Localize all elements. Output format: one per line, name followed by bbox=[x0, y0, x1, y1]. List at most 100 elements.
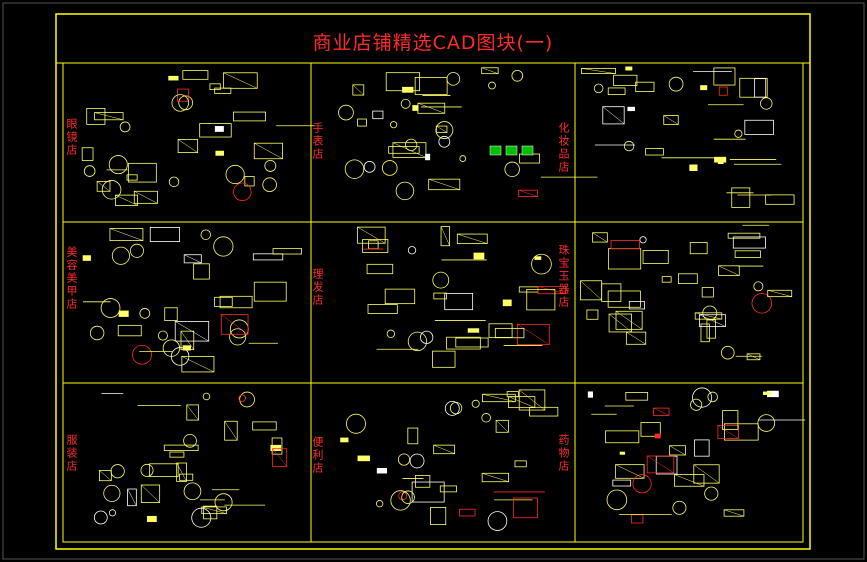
cad-block-shape bbox=[390, 121, 398, 129]
cad-block-shape bbox=[254, 142, 283, 159]
cad-block-shape bbox=[482, 393, 516, 403]
cad-block-shape bbox=[352, 84, 365, 96]
cad-block-shape bbox=[513, 497, 538, 519]
cad-block-shape bbox=[436, 125, 448, 133]
cad-block-shape bbox=[689, 164, 698, 171]
cad-block-shape bbox=[433, 444, 455, 454]
cad-block-shape bbox=[669, 445, 686, 456]
cad-block-shape bbox=[767, 289, 793, 298]
cad-block-shape bbox=[264, 160, 277, 172]
cad-block-shape bbox=[482, 473, 509, 482]
cad-block-shape bbox=[109, 228, 144, 241]
cad-block-shape bbox=[94, 112, 124, 121]
cad-block-shape bbox=[439, 485, 457, 493]
cad-block-shape bbox=[767, 290, 792, 297]
cad-block-shape bbox=[229, 328, 247, 346]
cad-block-shape bbox=[689, 242, 708, 255]
cad-block-shape bbox=[175, 321, 209, 342]
cad-block-shape bbox=[615, 310, 643, 330]
cad-block-shape bbox=[214, 296, 233, 307]
cad-block-shape bbox=[580, 280, 602, 301]
cad-block-shape bbox=[139, 308, 151, 319]
cad-block-shape bbox=[163, 444, 199, 451]
cad-block-shape bbox=[272, 448, 288, 467]
cad-block-shape bbox=[739, 77, 768, 98]
cad-block-shape bbox=[209, 83, 221, 90]
cad-block-shape bbox=[432, 271, 450, 289]
cad-block-shape bbox=[201, 506, 227, 515]
cad-block-shape bbox=[701, 287, 714, 298]
cad-block-shape bbox=[534, 256, 542, 260]
cad-block-shape bbox=[357, 226, 386, 244]
cad-block-shape bbox=[607, 248, 642, 270]
cad-block-shape bbox=[723, 509, 745, 517]
cell-label-beauty-nail: 美容美甲店 bbox=[65, 246, 78, 311]
cad-block-shape bbox=[694, 312, 723, 320]
cad-block-shape bbox=[495, 419, 509, 433]
cad-block-shape bbox=[412, 105, 419, 111]
cad-block-shape bbox=[238, 394, 246, 402]
cad-block-shape bbox=[414, 77, 448, 95]
cad-block-shape bbox=[147, 515, 157, 523]
cad-block-shape bbox=[718, 265, 740, 276]
cad-block-shape bbox=[109, 228, 143, 241]
cad-block-shape bbox=[619, 451, 626, 455]
cad-block-shape bbox=[518, 286, 539, 293]
cad-block-shape bbox=[669, 445, 686, 456]
cad-block-shape bbox=[526, 289, 556, 311]
cad-block-shape bbox=[157, 330, 168, 341]
cad-block-shape bbox=[395, 181, 415, 201]
cad-block-shape bbox=[518, 189, 538, 197]
cad-block-shape bbox=[440, 226, 450, 246]
cell-label-glasses: 眼镜店 bbox=[65, 118, 78, 157]
cad-block-shape bbox=[392, 142, 427, 158]
cad-block-shape bbox=[718, 86, 728, 96]
cad-block-shape bbox=[459, 155, 467, 162]
cad-block-shape bbox=[271, 437, 283, 455]
cad-block-shape bbox=[698, 314, 726, 327]
cad-block-shape bbox=[362, 239, 389, 253]
cad-block-shape bbox=[417, 102, 445, 114]
cell-label-watch: 手表店 bbox=[311, 122, 324, 161]
cad-block-shape bbox=[262, 177, 277, 192]
cad-block-shape bbox=[149, 463, 179, 477]
cad-block-shape bbox=[233, 182, 252, 202]
cad-block-shape bbox=[489, 145, 502, 156]
cad-block-shape bbox=[170, 347, 190, 366]
cad-block-shape bbox=[692, 387, 713, 408]
cad-block-shape bbox=[449, 402, 463, 415]
cell-label-barber: 理发店 bbox=[311, 268, 324, 307]
cad-block-shape bbox=[178, 95, 194, 111]
cad-block-shape bbox=[514, 460, 527, 468]
cad-block-shape bbox=[363, 160, 376, 173]
cad-block-shape bbox=[663, 115, 679, 125]
cad-block-shape bbox=[177, 139, 199, 153]
cad-block-shape bbox=[446, 72, 461, 86]
cad-block-shape bbox=[201, 506, 227, 514]
cad-block-shape bbox=[601, 283, 622, 302]
cad-block-shape bbox=[605, 430, 640, 444]
cad-block-shape bbox=[661, 276, 672, 283]
cad-block-shape bbox=[357, 455, 370, 462]
cad-block-shape bbox=[428, 178, 460, 190]
cad-block-shape bbox=[505, 145, 518, 156]
cad-block-shape bbox=[184, 254, 202, 264]
cad-block-shape bbox=[718, 265, 740, 276]
cad-block-shape bbox=[586, 309, 599, 320]
cad-block-shape bbox=[724, 509, 744, 517]
cad-block-shape bbox=[607, 87, 626, 96]
cad-block-shape bbox=[200, 229, 211, 240]
cad-block-shape bbox=[653, 407, 670, 416]
cad-block-shape bbox=[693, 464, 720, 484]
cad-block-shape bbox=[214, 493, 233, 512]
cad-block-shape bbox=[529, 406, 559, 417]
cad-block-shape bbox=[608, 313, 632, 333]
cad-block-shape bbox=[678, 273, 698, 284]
cad-block-shape bbox=[219, 295, 253, 309]
cell-label-convenience: 便利店 bbox=[311, 436, 324, 475]
cad-block-shape bbox=[734, 129, 743, 138]
cad-block-shape bbox=[89, 325, 105, 341]
cad-block-shape bbox=[593, 83, 604, 94]
